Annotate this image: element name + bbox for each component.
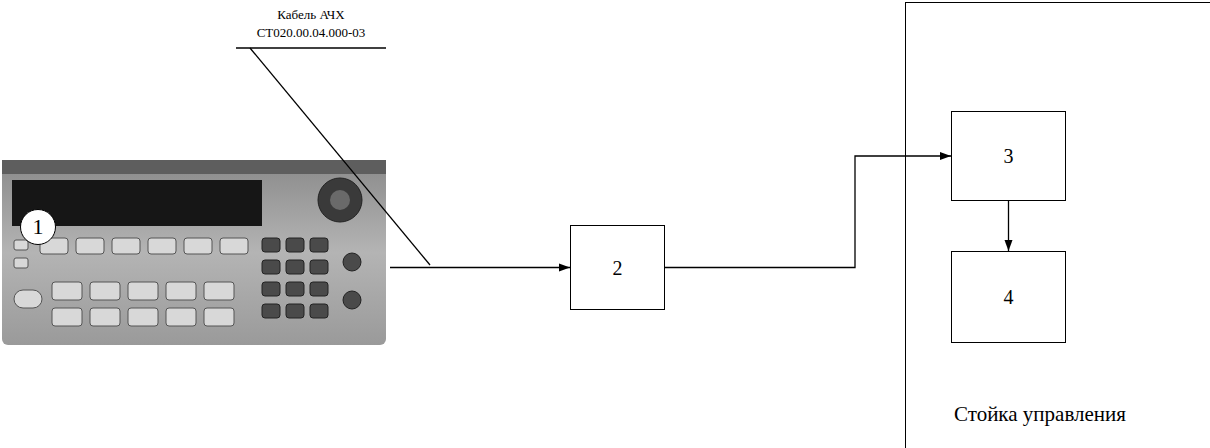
process-box: 4 xyxy=(951,251,1066,343)
arrow-head xyxy=(1005,240,1013,251)
connector-arrow xyxy=(390,264,570,272)
button xyxy=(166,282,196,300)
button xyxy=(128,308,158,326)
process-box: 2 xyxy=(570,225,665,310)
arrow-head xyxy=(559,264,570,272)
connector-line xyxy=(665,156,951,268)
key xyxy=(262,260,280,274)
key xyxy=(262,304,280,318)
key xyxy=(310,304,328,318)
generator-device: 1 xyxy=(0,165,390,345)
control-rack: Стойка управления 3 4 xyxy=(905,2,1210,448)
callout-number: 1 xyxy=(20,209,56,245)
leader-line xyxy=(250,48,430,265)
button xyxy=(204,308,234,326)
generator-knob-cap xyxy=(330,190,350,210)
generator-knob xyxy=(318,178,362,222)
cable-label: Кабель АЧХ СТ020.00.04.000-03 xyxy=(235,6,387,42)
button xyxy=(52,282,82,300)
key xyxy=(286,260,304,274)
connector-line xyxy=(390,267,570,268)
generator-body xyxy=(2,160,386,345)
key xyxy=(286,238,304,252)
button xyxy=(90,308,120,326)
button xyxy=(14,240,28,250)
button xyxy=(112,238,140,254)
leader-line xyxy=(236,48,430,265)
key xyxy=(310,282,328,296)
box-number: 3 xyxy=(1004,144,1014,168)
box-number: 2 xyxy=(613,256,623,280)
button xyxy=(76,238,104,254)
key xyxy=(262,282,280,296)
key xyxy=(343,253,361,271)
button xyxy=(166,308,196,326)
key xyxy=(286,282,304,296)
button xyxy=(14,258,28,268)
process-box: 3 xyxy=(951,111,1066,201)
connector-arrow xyxy=(1005,201,1013,251)
key xyxy=(262,238,280,252)
button xyxy=(184,238,212,254)
button xyxy=(128,282,158,300)
key xyxy=(310,238,328,252)
button xyxy=(14,290,42,308)
rack-title: Стойка управления xyxy=(954,401,1126,427)
generator-buttons xyxy=(14,238,248,326)
connector-arrow xyxy=(665,152,951,268)
key xyxy=(310,260,328,274)
button xyxy=(204,282,234,300)
key xyxy=(286,304,304,318)
leader-underline xyxy=(236,47,386,48)
button xyxy=(220,238,248,254)
button xyxy=(52,308,82,326)
box-number: 4 xyxy=(1004,285,1014,309)
generator-top xyxy=(2,160,386,174)
button xyxy=(90,282,120,300)
arrow-head xyxy=(940,152,951,160)
button xyxy=(148,238,176,254)
key xyxy=(343,291,361,309)
generator-keypad xyxy=(262,238,361,318)
